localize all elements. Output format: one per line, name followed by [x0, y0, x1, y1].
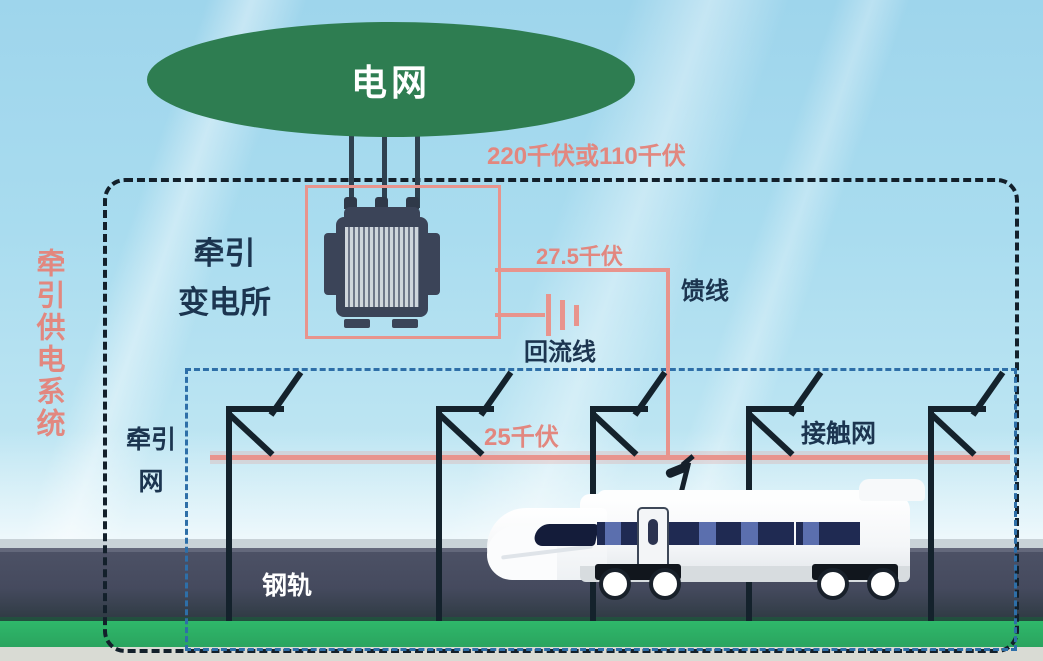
feeder-wire-horizontal	[495, 268, 670, 272]
return-wire	[495, 313, 545, 317]
traction-network-label: 牵引网	[126, 426, 177, 496]
train-wheel	[867, 568, 899, 600]
train-wheel	[649, 568, 681, 600]
transformer-icon	[322, 197, 442, 328]
ground-symbol-icon	[546, 294, 551, 336]
train-window-pane	[699, 522, 716, 545]
traction-power-system-boundary	[103, 178, 1019, 653]
ground-symbol-icon	[560, 300, 565, 330]
substation-label: 牵引变电所	[178, 236, 271, 320]
catenary-pole-arm	[436, 406, 494, 412]
train-window-pane	[803, 522, 819, 545]
transmission-line	[349, 128, 354, 208]
transmission-voltage-label: 220千伏或110千伏	[487, 143, 686, 170]
transformer-foot	[344, 319, 370, 328]
transformer-bushing	[375, 197, 388, 209]
train-window-pane	[741, 522, 758, 545]
return-line-label: 回流线	[524, 339, 596, 366]
train-window-pane	[605, 522, 621, 545]
transformer-radiator-fins	[345, 227, 419, 307]
catenary-pole-arm	[590, 406, 648, 412]
transformer-side-tank	[424, 233, 440, 295]
transmission-line	[415, 128, 420, 208]
feeder-wire-vertical	[666, 268, 670, 460]
transmission-line	[382, 128, 387, 208]
substation-output-voltage-label: 27.5千伏	[536, 244, 623, 269]
train-wheel	[817, 568, 849, 600]
catenary-pole-icon	[226, 406, 232, 621]
train-window	[669, 522, 794, 545]
grass-strip	[0, 621, 1043, 647]
train-roof	[597, 490, 909, 500]
feeder-label: 馈线	[681, 278, 729, 305]
grass-shadow	[0, 617, 1043, 623]
rail-label: 钢轨	[262, 572, 313, 600]
catenary-voltage-label: 25千伏	[484, 424, 559, 451]
train-roof-equipment	[859, 479, 925, 501]
transformer-bushing	[406, 197, 419, 209]
catenary-label: 接触网	[801, 420, 877, 448]
power-grid-node: 电网	[147, 22, 635, 137]
catenary-pole-icon	[928, 406, 934, 621]
catenary-pole-arm	[746, 406, 804, 412]
power-grid-label: 电网	[350, 61, 431, 103]
traction-network-boundary	[185, 368, 1017, 651]
train-door-window	[648, 519, 658, 545]
train-wheel	[599, 568, 631, 600]
transformer-bushing	[344, 197, 357, 209]
catenary-pole-arm	[928, 406, 986, 412]
train-door	[637, 507, 669, 572]
ground-symbol-icon	[574, 305, 579, 326]
train-cab-window	[532, 524, 600, 546]
high-speed-train-icon	[487, 474, 957, 600]
system-label: 牵引供电系统	[32, 248, 64, 440]
catenary-pole-icon	[436, 406, 442, 621]
substation-enclosure	[305, 185, 501, 339]
catenary-pole-arm	[226, 406, 284, 412]
transformer-foot	[392, 319, 418, 328]
catenary-contact-wire	[210, 455, 1010, 460]
